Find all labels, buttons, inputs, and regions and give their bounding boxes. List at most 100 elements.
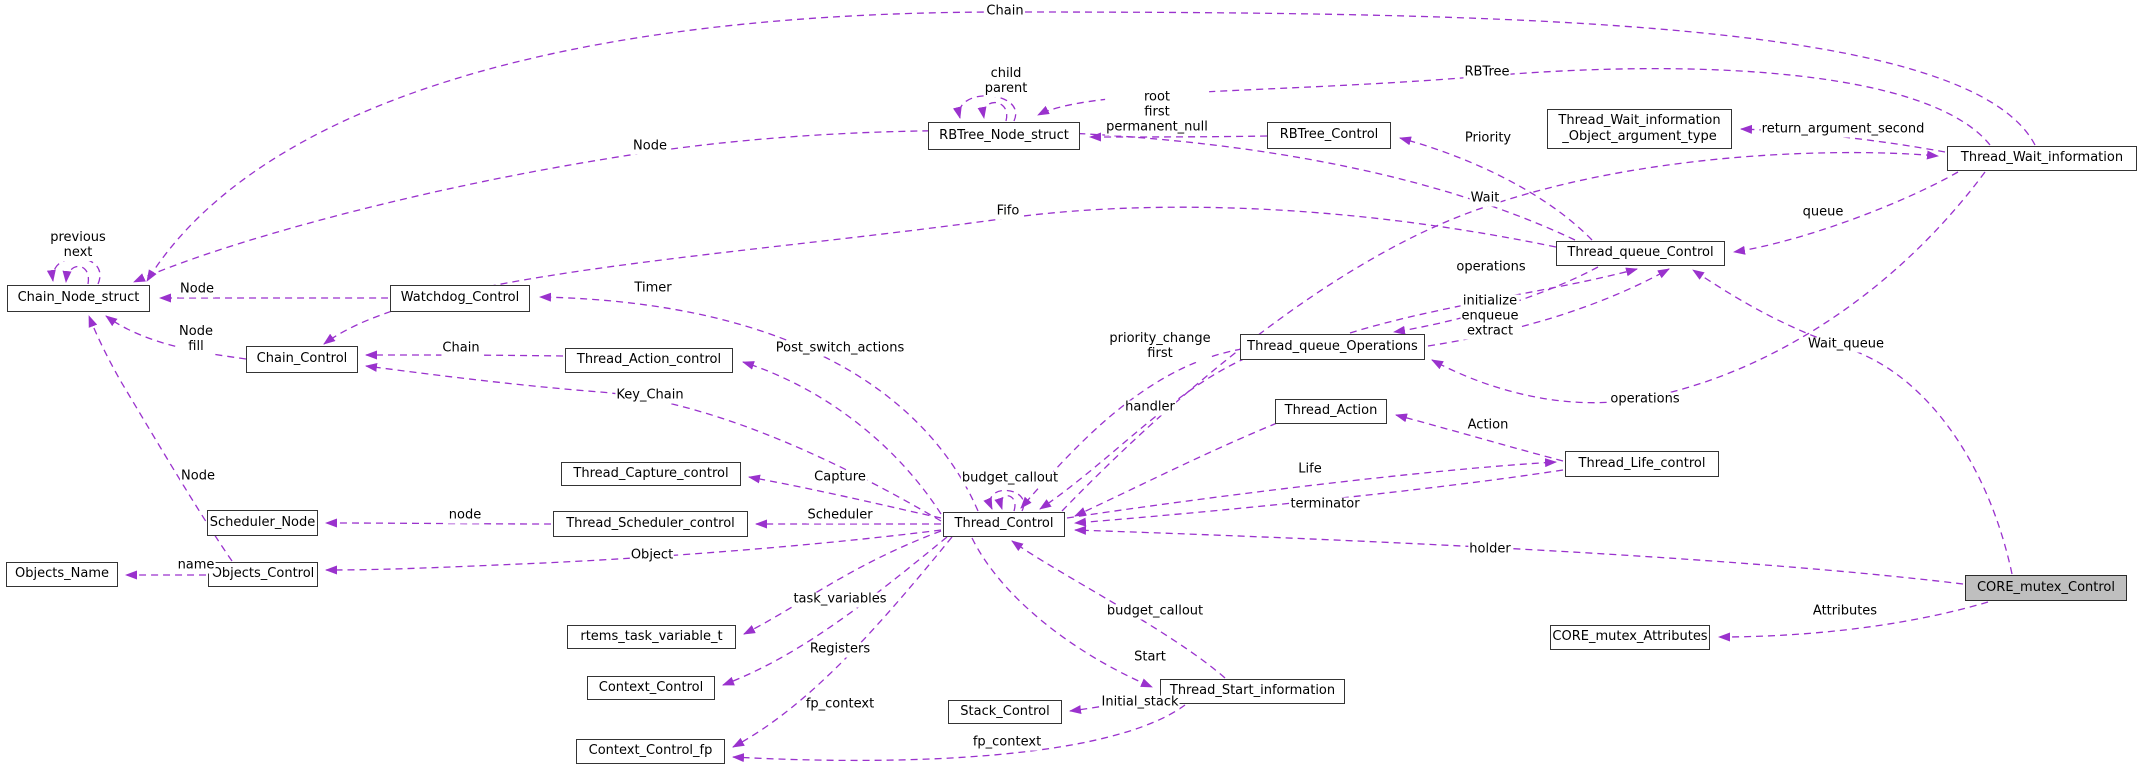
node-rbtree-control[interactable]: RBTree_Control bbox=[1267, 122, 1391, 149]
edge-wait-queue bbox=[1692, 269, 2013, 575]
node-core-mutex-attributes[interactable]: CORE_mutex_Attributes bbox=[1550, 625, 1710, 650]
label-wait: Wait bbox=[1469, 190, 1501, 207]
node-thread-action-control[interactable]: Thread_Action_control bbox=[565, 348, 733, 373]
edge-node-objects bbox=[88, 315, 233, 562]
node-watchdog-control[interactable]: Watchdog_Control bbox=[390, 285, 530, 312]
edge-post-switch-actions bbox=[742, 361, 942, 515]
edge-budget-callout-loop-a bbox=[983, 489, 1025, 512]
label-attributes: Attributes bbox=[1811, 603, 1879, 620]
label-budget-callout-bottom: budget_callout bbox=[1105, 603, 1205, 620]
label-node-top: Node bbox=[632, 138, 668, 155]
edge-fifo bbox=[323, 206, 1557, 345]
label-chain-top: Chain bbox=[985, 3, 1025, 20]
label-post-switch-actions: Post_switch_actions bbox=[774, 340, 906, 357]
edge-node-scheduler bbox=[325, 518, 552, 528]
node-thread-wait-information[interactable]: Thread_Wait_information bbox=[1947, 146, 2137, 171]
label-action: Action bbox=[1466, 417, 1510, 434]
edge-root-first-permanent-null bbox=[1089, 132, 1268, 142]
label-priority-change-first: priority_change first bbox=[1108, 331, 1212, 362]
node-objects-control[interactable]: Objects_Control bbox=[208, 562, 318, 587]
edge-node-fill bbox=[105, 315, 247, 360]
label-life: Life bbox=[1297, 461, 1323, 478]
label-child-parent: child parent bbox=[983, 66, 1029, 97]
label-start: Start bbox=[1133, 649, 1167, 666]
edge-budget-callout-loop-b bbox=[994, 495, 1016, 512]
edge-previous bbox=[46, 257, 101, 285]
node-thread-capture-control[interactable]: Thread_Capture_control bbox=[561, 462, 741, 486]
label-root-first-permanent-null: root first permanent_null bbox=[1105, 89, 1209, 136]
edge-life bbox=[1066, 458, 1557, 519]
node-thread-scheduler-control[interactable]: Thread_Scheduler_control bbox=[553, 511, 748, 537]
label-node-scheduler: node bbox=[447, 507, 483, 524]
label-node-watchdog: Node bbox=[179, 281, 215, 298]
label-holder: holder bbox=[1468, 541, 1512, 558]
label-operations-upper: operations bbox=[1455, 259, 1527, 276]
edge-capture bbox=[748, 474, 942, 519]
node-thread-start-information[interactable]: Thread_Start_information bbox=[1160, 679, 1345, 704]
label-task-variables: task_variables bbox=[792, 591, 888, 608]
node-context-control-fp[interactable]: Context_Control_fp bbox=[576, 739, 725, 764]
label-terminator: terminator bbox=[1289, 496, 1361, 513]
edge-registers bbox=[722, 536, 948, 686]
edge-enqueue-extract bbox=[1427, 268, 1670, 347]
node-thread-wait-information-object-argument-type[interactable]: Thread_Wait_information _Object_argument… bbox=[1547, 109, 1732, 149]
node-stack-control[interactable]: Stack_Control bbox=[948, 700, 1062, 724]
node-objects-name[interactable]: Objects_Name bbox=[6, 562, 118, 587]
node-thread-control[interactable]: Thread_Control bbox=[943, 512, 1065, 537]
node-chain-control[interactable]: Chain_Control bbox=[246, 346, 358, 373]
node-thread-queue-control[interactable]: Thread_queue_Control bbox=[1556, 241, 1725, 266]
edge-chain-top bbox=[146, 11, 2036, 282]
edge-attributes bbox=[1718, 601, 1989, 642]
edge-fp-context-bottom bbox=[732, 704, 1186, 763]
label-chain-action: Chain bbox=[441, 340, 481, 357]
edge-task-variables bbox=[743, 530, 942, 635]
label-key-chain: Key_Chain bbox=[615, 387, 685, 404]
edge-next bbox=[62, 265, 90, 285]
edge-initialize bbox=[1349, 267, 1638, 334]
edge-start bbox=[971, 537, 1153, 688]
node-chain-node-struct[interactable]: Chain_Node_struct bbox=[7, 285, 150, 312]
edge-first bbox=[1039, 357, 1247, 510]
label-rbtree: RBTree bbox=[1463, 64, 1511, 81]
label-name: name bbox=[176, 557, 216, 574]
label-object: Object bbox=[629, 547, 675, 564]
edge-timer bbox=[539, 292, 979, 512]
label-node-fill: Node fill bbox=[178, 324, 214, 355]
label-previous-next: previous next bbox=[49, 230, 107, 261]
edge-budget-callout-bottom bbox=[1011, 540, 1226, 679]
edge-operations-lower bbox=[1431, 171, 1986, 404]
edge-priority bbox=[1399, 136, 1593, 241]
node-context-control[interactable]: Context_Control bbox=[587, 676, 715, 700]
node-thread-queue-operations[interactable]: Thread_queue_Operations bbox=[1240, 334, 1425, 360]
label-wait-queue: Wait_queue bbox=[1807, 336, 1885, 353]
node-rbtree-node-struct[interactable]: RBTree_Node_struct bbox=[928, 122, 1080, 150]
edge-holder bbox=[1074, 525, 1964, 585]
node-thread-action[interactable]: Thread_Action bbox=[1275, 399, 1387, 424]
label-initialize-enqueue-extract: initialize enqueue extract bbox=[1460, 293, 1520, 340]
label-node-objects: Node bbox=[180, 468, 216, 485]
node-rtems-task-variable-t[interactable]: rtems_task_variable_t bbox=[567, 625, 736, 649]
edge-key-chain bbox=[365, 362, 942, 522]
label-budget-callout-top: budget_callout bbox=[960, 470, 1060, 487]
edge-action bbox=[1395, 413, 1564, 462]
edge-fp-context-left bbox=[732, 536, 953, 748]
edge-operations-upper bbox=[1393, 266, 1599, 335]
label-initial-stack: Initial_stack bbox=[1100, 694, 1180, 711]
edge-handler bbox=[1074, 422, 1278, 517]
label-fp-context-bottom: fp_context bbox=[971, 734, 1043, 751]
label-handler: handler bbox=[1124, 399, 1176, 416]
label-capture: Capture bbox=[813, 469, 867, 486]
node-scheduler-node[interactable]: Scheduler_Node bbox=[207, 510, 318, 536]
label-fifo: Fifo bbox=[995, 203, 1021, 220]
node-thread-life-control[interactable]: Thread_Life_control bbox=[1565, 451, 1719, 477]
label-queue: queue bbox=[1801, 204, 1845, 221]
edge-node-top bbox=[133, 129, 1576, 283]
label-fp-context-left: fp_context bbox=[804, 696, 876, 713]
label-priority: Priority bbox=[1463, 130, 1513, 147]
label-registers: Registers bbox=[808, 641, 872, 658]
label-operations-lower: operations bbox=[1609, 391, 1681, 408]
node-core-mutex-control: CORE_mutex_Control bbox=[1965, 575, 2127, 601]
edge-parent bbox=[977, 101, 1008, 122]
